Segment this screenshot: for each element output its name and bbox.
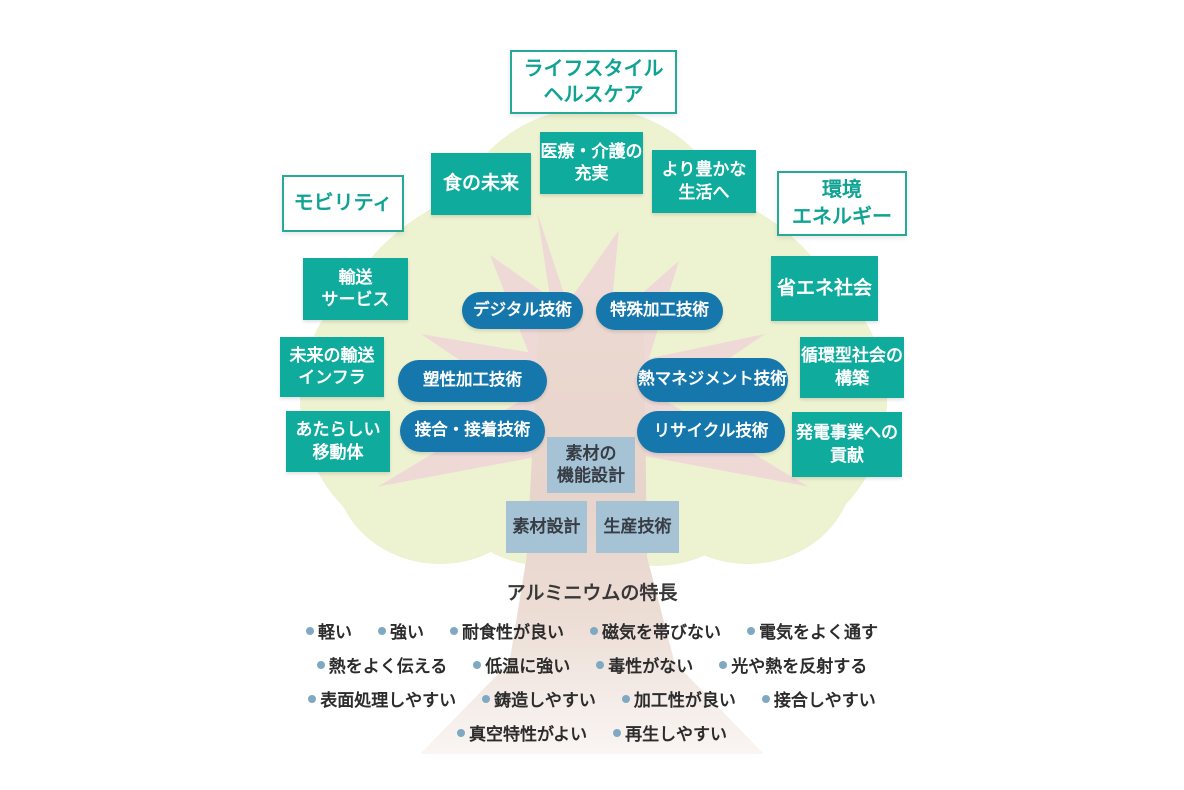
feature-label: 耐食性が良い	[462, 623, 564, 642]
app-box-energy-saving-society: 省エネ社会	[771, 256, 878, 321]
app-box-food-future: 食の未来	[431, 153, 531, 215]
features-row: 真空特性がよい 再生しやすい	[457, 720, 727, 745]
tech-pill-digital: デジタル技術	[462, 292, 583, 329]
features-row: 軽い 強い 耐食性が良い 磁気を帯びない 電気をよく通す	[306, 618, 878, 643]
app-box-transport-service: 輸送 サービス	[303, 258, 408, 320]
tech-pill-recycling: リサイクル技術	[637, 411, 785, 453]
feature-item: 低温に強い	[473, 652, 570, 677]
feature-label: 強い	[390, 623, 424, 642]
feature-label: 電気をよく通す	[759, 623, 878, 642]
feature-label: 熱をよく伝える	[328, 657, 448, 676]
feature-item: 真空特性がよい	[457, 720, 587, 745]
feature-item: 加工性が良い	[621, 686, 736, 711]
bullet-icon	[306, 626, 314, 635]
bullet-icon	[457, 728, 465, 737]
category-label-mobility: モビリティ	[282, 175, 404, 232]
core-box-production-tech: 生産技術	[596, 501, 679, 553]
feature-label: 真空特性がよい	[469, 725, 588, 744]
tech-pill-special-processing: 特殊加工技術	[596, 292, 723, 330]
feature-label: 再生しやすい	[625, 725, 727, 744]
feature-item: 強い	[378, 618, 424, 643]
feature-label: 毒性がない	[608, 657, 694, 676]
app-box-medical-nursing-care: 医療・介護の 充実	[540, 132, 643, 194]
bullet-icon	[378, 626, 386, 635]
features-row: 表面処理しやすい 鋳造しやすい 加工性が良い 接合しやすい	[308, 686, 876, 711]
bullet-icon	[473, 660, 482, 669]
features-row: 熱をよく伝える 低温に強い 毒性がない 光や熱を反射する	[316, 652, 867, 677]
category-label-lifestyle-healthcare: ライフスタイル ヘルスケア	[510, 50, 677, 114]
feature-label: 接合しやすい	[773, 691, 876, 710]
bullet-icon	[316, 660, 325, 669]
feature-item: 表面処理しやすい	[308, 686, 456, 711]
feature-label: 光や熱を反射する	[731, 657, 868, 676]
bullet-icon	[590, 626, 598, 635]
bullet-icon	[761, 694, 770, 703]
tech-pill-plastic-working: 塑性加工技術	[398, 360, 547, 402]
features-title: アルミニウムの特長	[506, 583, 678, 604]
feature-item: 接合しやすい	[761, 686, 876, 711]
core-box-material-function-design: 素材の 機能設計	[547, 437, 635, 493]
feature-label: 鋳造しやすい	[494, 691, 596, 710]
bullet-icon	[482, 694, 491, 703]
feature-item: 耐食性が良い	[450, 618, 564, 643]
feature-item: 再生しやすい	[613, 720, 727, 745]
tech-pill-thermal-management: 熱マネジメント技術	[637, 358, 788, 402]
core-box-material-design: 素材設計	[506, 501, 587, 553]
app-box-circular-society: 循環型社会の 構築	[800, 337, 904, 398]
bullet-icon	[621, 694, 630, 703]
feature-item: 熱をよく伝える	[316, 652, 448, 677]
bullet-icon	[450, 626, 458, 635]
app-box-future-transport-infra: 未来の輸送 インフラ	[280, 337, 384, 397]
bullet-icon	[308, 694, 317, 703]
feature-item: 電気をよく通す	[747, 618, 878, 643]
tech-pill-joining-bonding: 接合・接着技術	[400, 410, 545, 452]
feature-item: 毒性がない	[596, 652, 693, 677]
app-box-new-mobility: あたらしい 移動体	[286, 411, 390, 472]
app-box-power-generation: 発電事業への 貢献	[792, 412, 902, 477]
feature-item: 鋳造しやすい	[482, 686, 596, 711]
bullet-icon	[596, 660, 605, 669]
feature-item: 軽い	[306, 618, 352, 643]
bullet-icon	[747, 626, 755, 635]
bullet-icon	[613, 728, 622, 737]
app-box-richer-life: より豊かな 生活へ	[652, 150, 756, 213]
aluminum-features-section: アルミニウムの特長 軽い 強い 耐食性が良い 磁気を帯びない 電気をよく通す 熱…	[252, 578, 932, 754]
bullet-icon	[719, 660, 728, 669]
feature-label: 低温に強い	[485, 657, 571, 676]
feature-label: 加工性が良い	[633, 691, 736, 710]
feature-label: 軽い	[318, 623, 352, 642]
feature-item: 磁気を帯びない	[590, 618, 721, 643]
feature-item: 光や熱を反射する	[719, 652, 867, 677]
category-label-environment-energy: 環境 エネルギー	[777, 171, 907, 236]
feature-label: 磁気を帯びない	[602, 623, 721, 642]
feature-label: 表面処理しやすい	[320, 691, 457, 710]
